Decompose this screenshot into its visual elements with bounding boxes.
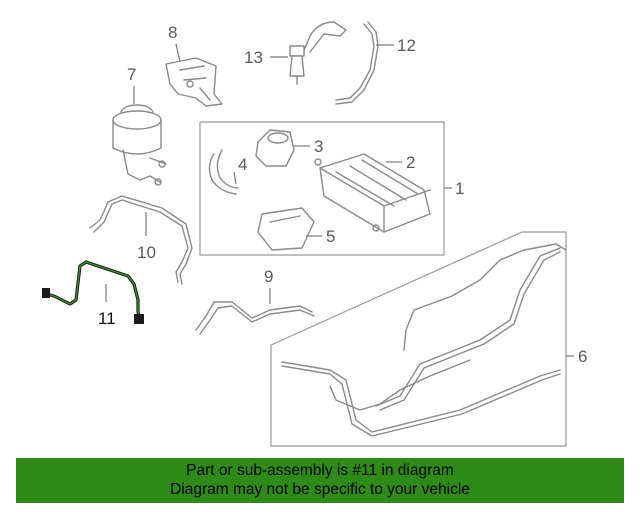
assembly-6-box [270,231,567,447]
callout-5: 5 [326,227,335,246]
part-2-vapor-canister[interactable] [314,153,431,233]
part-7-purge-valve[interactable] [112,104,167,186]
part-11-tube-highlighted[interactable] [42,260,144,324]
callout-8: 8 [168,23,177,42]
part-9-hose[interactable] [195,301,315,335]
callout-1: 1 [455,179,464,198]
callout-11: 11 [98,309,116,328]
callout-2: 2 [406,153,415,172]
callout-12: 12 [397,36,416,55]
part-10-tube[interactable] [89,195,193,285]
leader-8 [175,43,181,63]
parts-diagram: 8 7 13 12 3 4 [42,21,587,447]
part-4-hose[interactable] [208,149,239,195]
callout-4: 4 [238,155,247,174]
callout-3: 3 [314,137,323,156]
notice-line-1: Part or sub-assembly is #11 in diagram [186,462,454,479]
assembly-1-box [199,121,445,256]
part-13-sensor[interactable] [289,21,347,85]
part-6-fuel-lines[interactable] [281,243,567,437]
part-5-shield[interactable] [257,207,315,251]
callout-7: 7 [127,65,136,84]
callout-9: 9 [264,267,273,286]
notice-line-2: Diagram may not be specific to your vehi… [170,481,470,498]
part-8-bracket[interactable] [165,57,223,107]
part-12-hose[interactable] [335,21,379,105]
part-3-clip[interactable] [255,129,295,167]
callout-13: 13 [244,48,263,67]
notice-banner: Part or sub-assembly is #11 in diagram D… [16,458,624,503]
leader-4 [233,171,237,185]
callout-6: 6 [578,347,587,366]
callout-10: 10 [137,243,156,262]
